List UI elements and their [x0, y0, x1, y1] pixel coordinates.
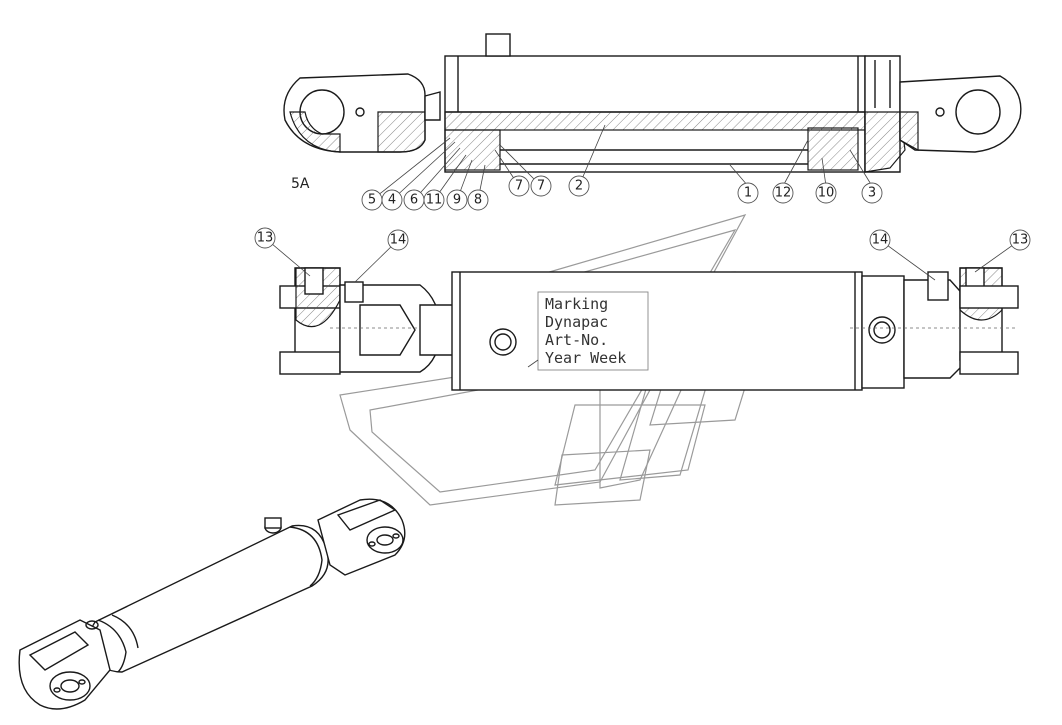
callout-13-right: 13	[1009, 229, 1031, 251]
right-clevis-lower-arm	[959, 351, 1019, 375]
svg-text:1: 1	[744, 186, 752, 201]
svg-text:11: 11	[426, 193, 443, 208]
callout-8: 8	[467, 189, 489, 211]
svg-text:12: 12	[775, 186, 792, 201]
callout-3: 3	[861, 182, 883, 204]
port-right	[868, 316, 896, 344]
svg-text:4: 4	[388, 193, 396, 208]
callout-1: 1	[737, 182, 759, 204]
section-callouts: 5 4 6 11 9 8 7 7 2 1 12 10 3	[361, 175, 883, 211]
barrel-top-view	[451, 271, 863, 391]
right-eye-outline	[899, 75, 1022, 153]
svg-text:13: 13	[257, 231, 274, 246]
callout-11: 11	[423, 189, 445, 211]
section-view	[283, 33, 1022, 173]
left-eye-section	[289, 111, 341, 153]
iso-right-eye	[366, 526, 404, 554]
left-rod-section	[377, 111, 426, 153]
svg-text:2: 2	[575, 179, 583, 194]
callout-7b: 7	[530, 175, 552, 197]
iso-left-eye	[49, 671, 91, 701]
callout-2: 2	[568, 175, 590, 197]
right-end-section	[899, 111, 919, 152]
callout-10: 10	[815, 182, 837, 204]
right-eye-hole	[955, 89, 1001, 135]
callout-6: 6	[403, 189, 425, 211]
marking-line-1: Marking	[545, 295, 608, 313]
gland-section	[807, 127, 859, 171]
rod-section	[444, 111, 866, 131]
port-fitting	[485, 33, 511, 57]
svg-text:6: 6	[410, 193, 418, 208]
end-cap-section	[864, 111, 906, 173]
callout-13-left: 13	[254, 227, 276, 249]
left-clevis-lower-arm	[279, 351, 341, 375]
callout-12: 12	[772, 182, 794, 204]
top-view	[279, 267, 1019, 391]
port-left	[489, 328, 517, 356]
right-clevis-upper-arm	[959, 285, 1019, 309]
left-grease-nipple	[304, 267, 324, 295]
svg-text:14: 14	[872, 233, 889, 248]
svg-text:3: 3	[868, 186, 876, 201]
left-eye-pin	[355, 107, 365, 117]
piston-section	[444, 129, 501, 171]
svg-text:7: 7	[515, 179, 523, 194]
marking-box: Marking Dynapac Art-No. Year Week	[527, 291, 649, 371]
callout-4: 4	[381, 189, 403, 211]
svg-text:14: 14	[390, 233, 407, 248]
callout-14-right: 14	[869, 229, 891, 251]
right-set-screw	[927, 271, 949, 301]
marking-line-2: Dynapac	[545, 313, 608, 331]
view-label: 5A	[291, 176, 310, 192]
left-set-screw	[344, 281, 364, 303]
end-cap-top-view	[861, 275, 905, 389]
callout-14-left: 14	[387, 229, 409, 251]
isometric-view	[18, 498, 406, 710]
section-leaders	[371, 124, 873, 201]
right-eye-pin	[935, 107, 945, 117]
svg-text:13: 13	[1012, 233, 1029, 248]
piston-rod	[419, 304, 456, 356]
svg-text:9: 9	[453, 193, 461, 208]
callout-9: 9	[446, 189, 468, 211]
callout-5: 5	[361, 189, 383, 211]
svg-text:7: 7	[537, 179, 545, 194]
svg-text:8: 8	[474, 193, 482, 208]
marking-line-3: Art-No.	[545, 331, 608, 349]
svg-text:5: 5	[368, 193, 376, 208]
rod-neck	[424, 91, 441, 121]
top-view-callouts: 13 14 14 13	[254, 227, 1031, 251]
callout-7a: 7	[508, 175, 530, 197]
marking-line-4: Year Week	[545, 349, 626, 367]
svg-text:10: 10	[818, 186, 835, 201]
